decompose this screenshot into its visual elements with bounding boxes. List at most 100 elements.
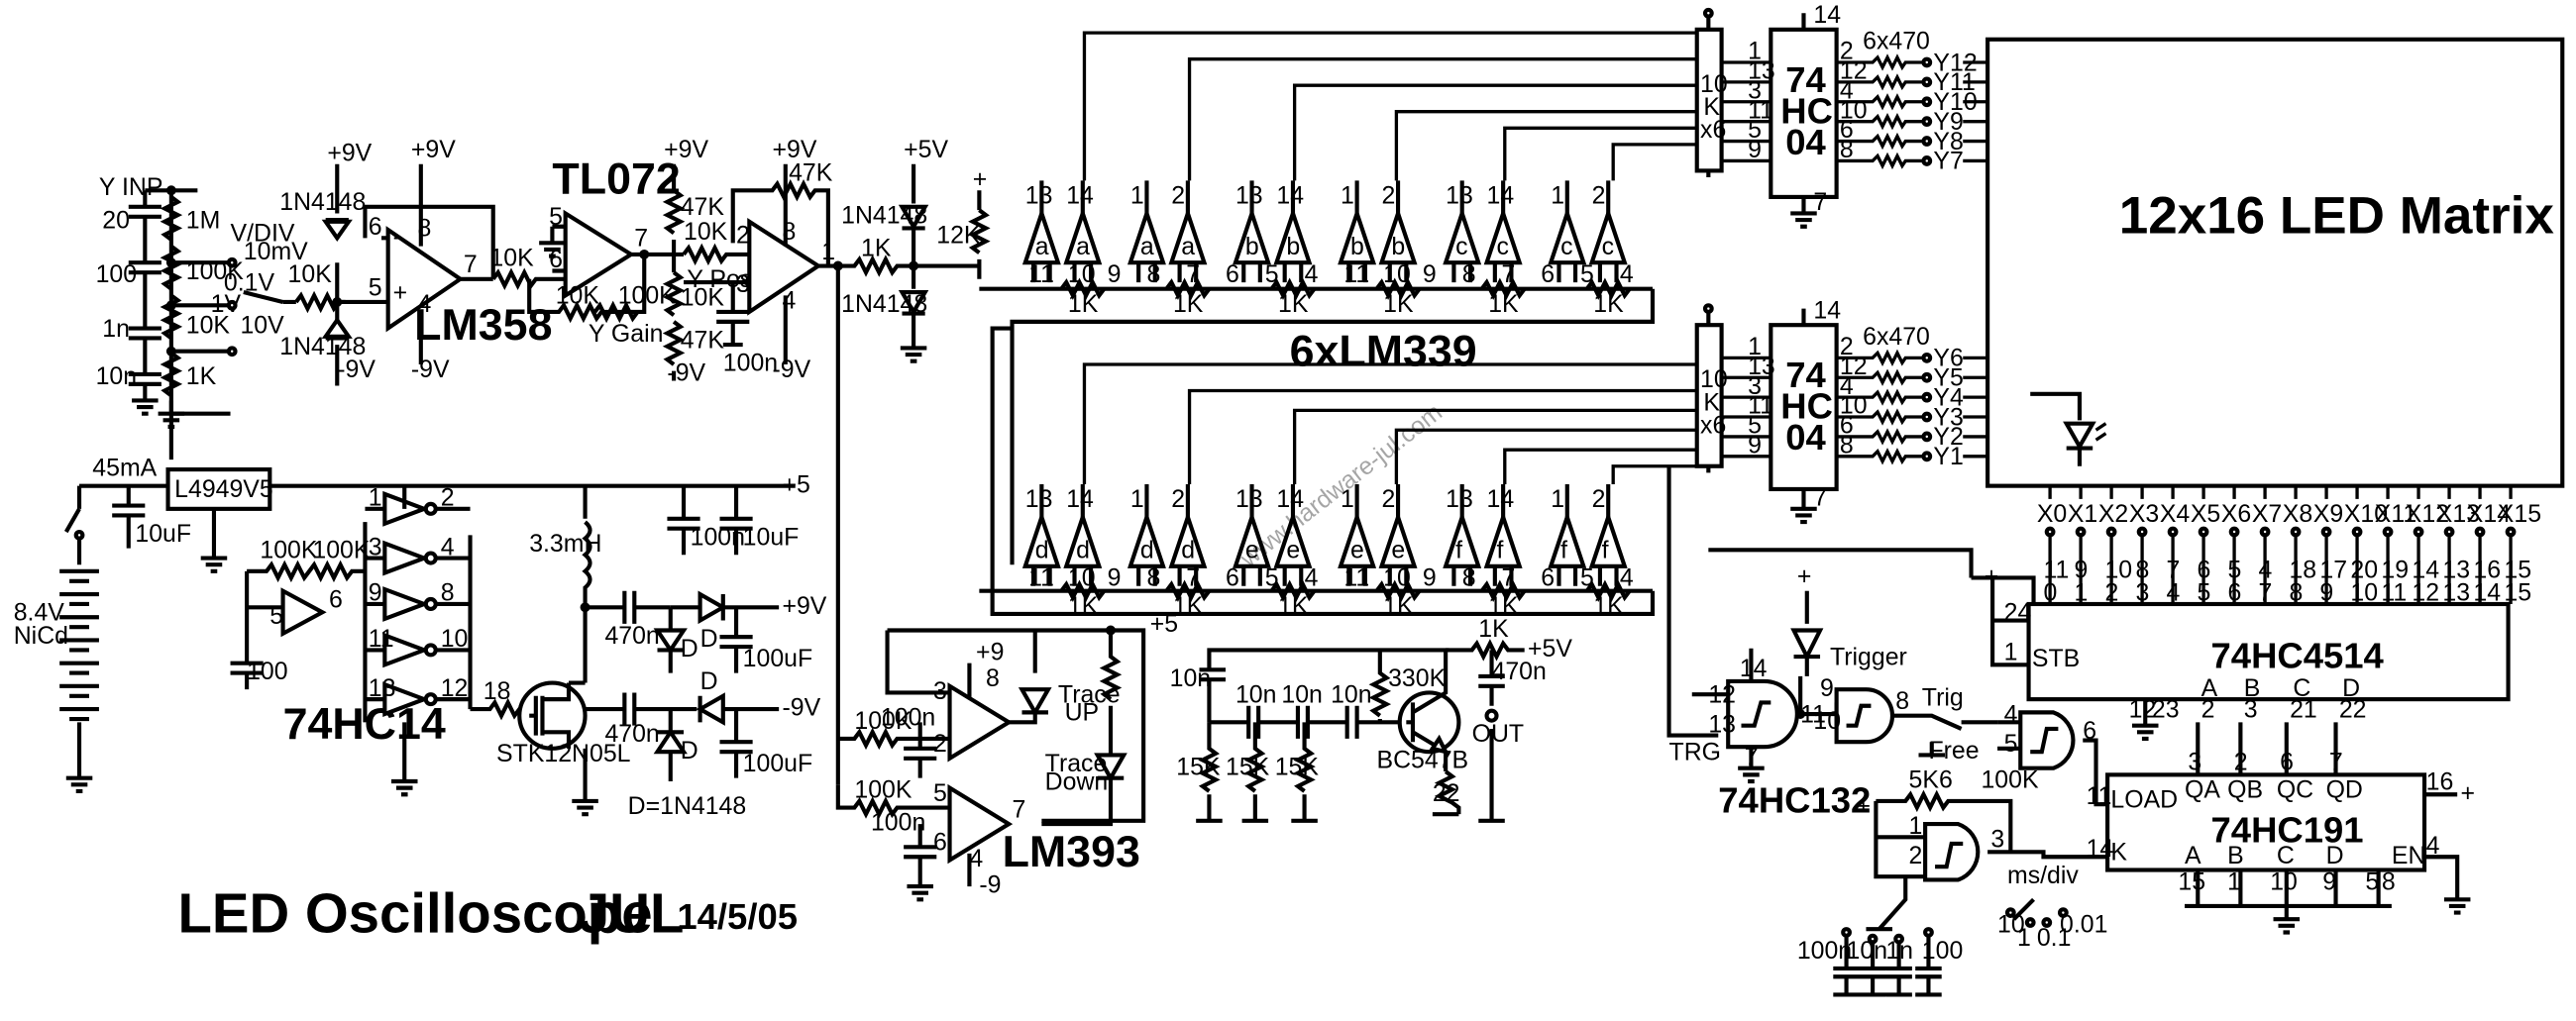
svg-text:8: 8 — [1462, 564, 1476, 592]
svg-text:6: 6 — [329, 585, 343, 613]
svg-text:12: 12 — [441, 674, 469, 702]
svg-text:6: 6 — [369, 213, 382, 241]
svg-text:15K: 15K — [1176, 753, 1221, 780]
svg-text:B: B — [2244, 674, 2261, 702]
svg-text:9: 9 — [1748, 136, 1762, 163]
svg-text:10n: 10n — [1331, 680, 1371, 708]
svg-text:2: 2 — [933, 730, 947, 758]
comparator-letter: d — [1076, 537, 1090, 564]
svg-text:18: 18 — [2289, 556, 2316, 583]
res-12K: 12K — [936, 221, 981, 249]
ladder-resistor: 1K — [1593, 290, 1624, 318]
trigger-logic: TRG 12 13 11 14 7 74HC132 9 10 8 Trig Fr… — [1666, 465, 2108, 820]
svg-text:0: 0 — [2043, 579, 2057, 607]
ladder-resistor: 1K — [1488, 290, 1519, 318]
svg-text:2: 2 — [1592, 182, 1606, 210]
svg-text:+9V: +9V — [782, 592, 826, 620]
comparator: 2b — [1378, 180, 1418, 283]
svg-text:D: D — [700, 625, 718, 653]
svg-text:2: 2 — [1840, 38, 1854, 65]
svg-text:+5: +5 — [1150, 610, 1178, 638]
out-label: OUT — [1472, 720, 1524, 748]
svg-text:13: 13 — [1446, 485, 1473, 513]
svg-text:12: 12 — [2129, 695, 2157, 723]
comparator: 13c — [1443, 180, 1482, 283]
bc547-amp: 10n 10n 10n 10n 15K 15K 15K 330K BC547B … — [1170, 615, 1572, 823]
svg-text:3: 3 — [1748, 372, 1762, 400]
svg-text:11: 11 — [1028, 260, 1054, 288]
svg-text:4: 4 — [2426, 832, 2440, 860]
svg-text:14: 14 — [1066, 485, 1094, 513]
svg-text:QC: QC — [2277, 776, 2313, 804]
svg-text:2: 2 — [2234, 748, 2248, 775]
svg-text:7: 7 — [464, 251, 478, 278]
comparator-letter: a — [1181, 233, 1195, 260]
svg-text:K: K — [1703, 388, 1720, 416]
svg-text:6: 6 — [1541, 260, 1555, 288]
svg-text:5: 5 — [2197, 579, 2210, 607]
comparator: 2f — [1588, 483, 1628, 586]
svg-text:3: 3 — [1990, 825, 2004, 853]
svg-text:4: 4 — [1620, 260, 1634, 288]
svg-text:8: 8 — [2382, 868, 2396, 895]
supply-label: +5V — [904, 136, 948, 163]
svg-text:11: 11 — [1748, 392, 1773, 420]
column-label: X2 — [2098, 500, 2128, 528]
svg-text:13: 13 — [1748, 57, 1775, 85]
svg-text:1: 1 — [1341, 182, 1354, 210]
svg-text:4: 4 — [1840, 372, 1854, 400]
svg-text:6: 6 — [2197, 556, 2210, 583]
comparator: 13d — [1021, 483, 1061, 586]
svg-text:8: 8 — [986, 664, 1000, 692]
trace-down-label2: Down — [1045, 767, 1109, 795]
comparator-letter: f — [1497, 537, 1504, 564]
svg-text:1: 1 — [1130, 485, 1144, 513]
svg-text:04: 04 — [1785, 417, 1826, 458]
svg-text:1: 1 — [2227, 868, 2241, 895]
svg-text:14: 14 — [1487, 182, 1515, 210]
svg-text:13: 13 — [1446, 182, 1473, 210]
svg-text:2: 2 — [1381, 485, 1395, 513]
ladder-resistor: 1K — [1068, 290, 1099, 318]
supply-label: +9V — [773, 136, 817, 163]
svg-text:3: 3 — [2188, 748, 2201, 775]
supply-label: +9V — [411, 136, 456, 163]
svg-text:100n: 100n — [881, 704, 935, 732]
res-100K: 100K — [854, 776, 912, 804]
row-label: Y5 — [1933, 364, 1963, 392]
svg-text:9: 9 — [1108, 564, 1122, 592]
svg-text:6: 6 — [933, 829, 947, 857]
svg-text:6: 6 — [1840, 412, 1854, 440]
comparator-letter: a — [1140, 233, 1154, 260]
svg-text:74: 74 — [1785, 59, 1826, 100]
y-pos-divider: +9V 47K 10K 47K Y Pos -9V 100n 10K — [662, 136, 778, 387]
svg-text:10n: 10n — [1281, 680, 1322, 708]
comparator: 1a — [1127, 180, 1166, 283]
svg-text:7: 7 — [1013, 795, 1026, 823]
row-label: Y7 — [1933, 148, 1963, 175]
matrix-label: 12x16 LED Matrix — [2119, 186, 2555, 245]
tb-range-0.1: 0.1 — [2037, 924, 2072, 952]
svg-text:8: 8 — [1146, 260, 1160, 288]
svg-text:-9: -9 — [979, 871, 1001, 899]
input-label: Y INP — [99, 173, 162, 201]
row-label: Y2 — [1933, 423, 1963, 451]
row-label: Y3 — [1933, 403, 1963, 431]
res-100K: 100K — [260, 537, 317, 564]
svg-text:13: 13 — [1748, 353, 1775, 380]
svg-text:15K: 15K — [1275, 753, 1320, 780]
hc4514-decoder: 74HC4514 STB 24 + 1 12 23 A B C D 2 3 21… — [1985, 562, 2511, 775]
svg-text:5: 5 — [933, 779, 947, 807]
svg-text:4: 4 — [2166, 579, 2180, 607]
trace-up-label2: UP — [1065, 699, 1100, 727]
y-gain-label: Y Gain — [589, 320, 664, 348]
svg-text:QA: QA — [2185, 776, 2220, 804]
svg-text:6: 6 — [1840, 116, 1854, 144]
led-matrix: 12x16 LED Matrix — [1986, 37, 2565, 488]
comparator-letter: d — [1035, 537, 1049, 564]
svg-text:4: 4 — [1305, 564, 1319, 592]
svg-text:12: 12 — [1708, 680, 1736, 708]
comparator-letter: d — [1140, 537, 1154, 564]
svg-text:11: 11 — [1343, 564, 1369, 592]
